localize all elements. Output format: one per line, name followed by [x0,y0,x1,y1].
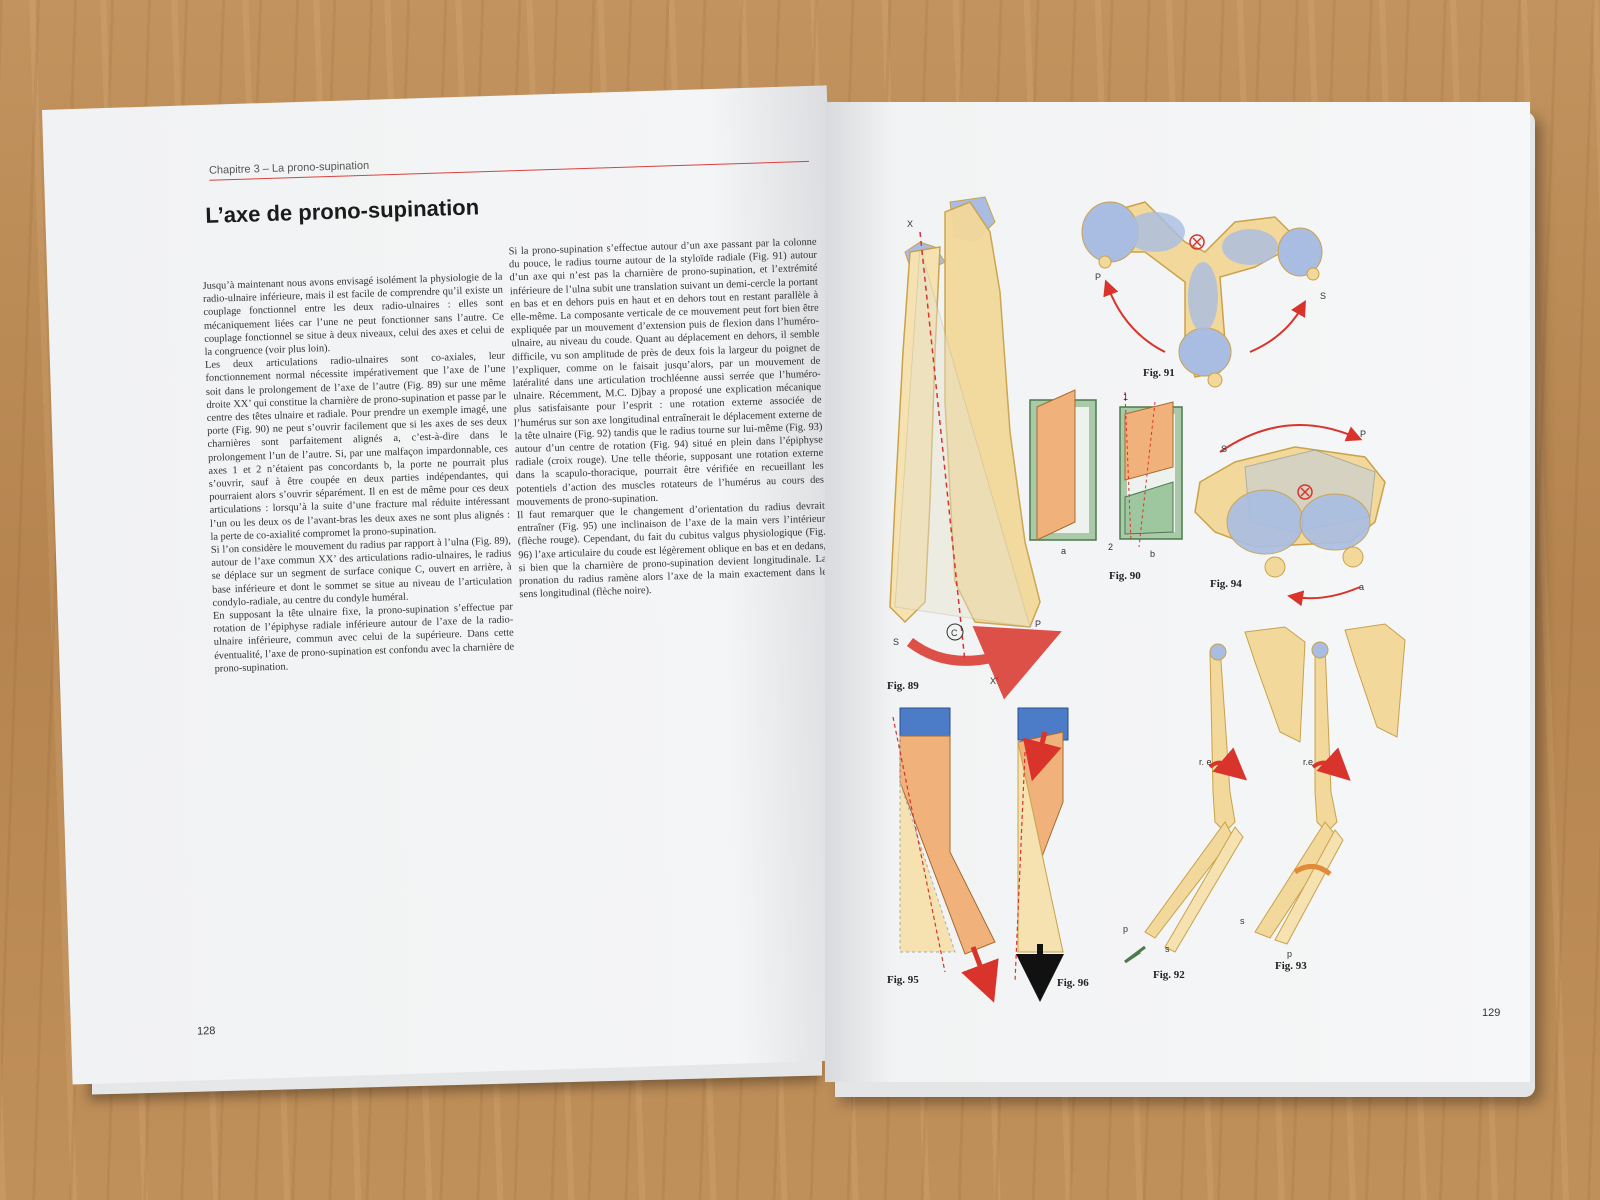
figures-illustration: C X X’ S P P [889,196,1406,1003]
fig-96-caption: Fig. 96 [1057,977,1089,989]
fig-89-c-label: C [951,628,958,638]
fig-91-p-label: P [1095,272,1101,282]
fig-89-xprime-label: X’ [990,676,998,686]
fig-92-s-label: s [1165,944,1170,954]
fig-93-s-label: s [1240,916,1245,926]
fig-95-caption: Fig. 95 [887,974,919,986]
fig-90-a-label: a [1061,546,1066,556]
fig-90-drawing: a b 1 2 [1029,389,1183,559]
fig-92-re-label: r. e [1199,757,1212,767]
paragraph: Si l’on considère le mouvement du radius… [210,535,513,609]
fig-91-caption: Fig. 91 [1143,367,1175,379]
fig-89-drawing: C X X’ S P [889,196,1062,700]
fig-93-re-label: r.e [1303,757,1313,767]
fig-93-drawing: r.e s p [1240,623,1406,959]
fig-93-p-label: p [1287,949,1292,959]
fig-90-b-label: b [1150,549,1155,559]
fig-90-2-label: 2 [1108,542,1113,552]
fig-95-drawing [892,707,999,1003]
fig-94-p-label: P [1360,429,1366,439]
fig-89-x-label: X [907,219,913,229]
paragraph: Jusqu’à maintenant nous avons envisagé i… [202,271,505,359]
page-number-right: 129 [1482,1007,1501,1019]
fig-92-p-label: p [1123,924,1128,934]
fig-89-p-label: P [1035,619,1041,629]
paragraph: Il faut remarquer que le changement d’or… [516,500,828,601]
fig-94-caption: Fig. 94 [1210,578,1242,590]
fig-93-caption: Fig. 93 [1275,960,1307,972]
page-title: L’axe de prono-supination [204,194,480,228]
fig-91-s-label: S [1320,291,1326,301]
right-page: C X X’ S P P [825,102,1530,1082]
fig-89-s-label: S [893,637,899,647]
text-column-2: Si la prono-supination s’effectue autour… [508,236,828,602]
left-page: Chapitre 3 – La prono-supination L’axe d… [42,85,858,1085]
fig-94-s-label: S [1221,444,1227,454]
text-column-1: Jusqu’à maintenant nous avons envisagé i… [202,271,514,676]
paragraph: Si la prono-supination s’effectue autour… [508,236,825,509]
fig-92-caption: Fig. 92 [1153,969,1185,981]
fig-94-a-label: a [1359,582,1364,592]
page-number-left: 128 [196,1025,216,1038]
fig-91-drawing: P S [1081,201,1326,388]
fig-94-drawing: S P a [1194,424,1386,607]
fig-90-1-label: 1 [1123,392,1128,402]
paragraph: En supposant la tête ulnaire fixe, la pr… [212,601,515,675]
fig-96-drawing [1014,707,1069,1002]
fig-92-drawing: r. e p s [1123,626,1306,964]
paragraph: Les deux articulations radio-ulnaires so… [204,350,511,543]
fig-89-caption: Fig. 89 [887,680,919,692]
fig-90-caption: Fig. 90 [1109,570,1141,582]
chapter-header: Chapitre 3 – La prono-supination [208,145,810,181]
